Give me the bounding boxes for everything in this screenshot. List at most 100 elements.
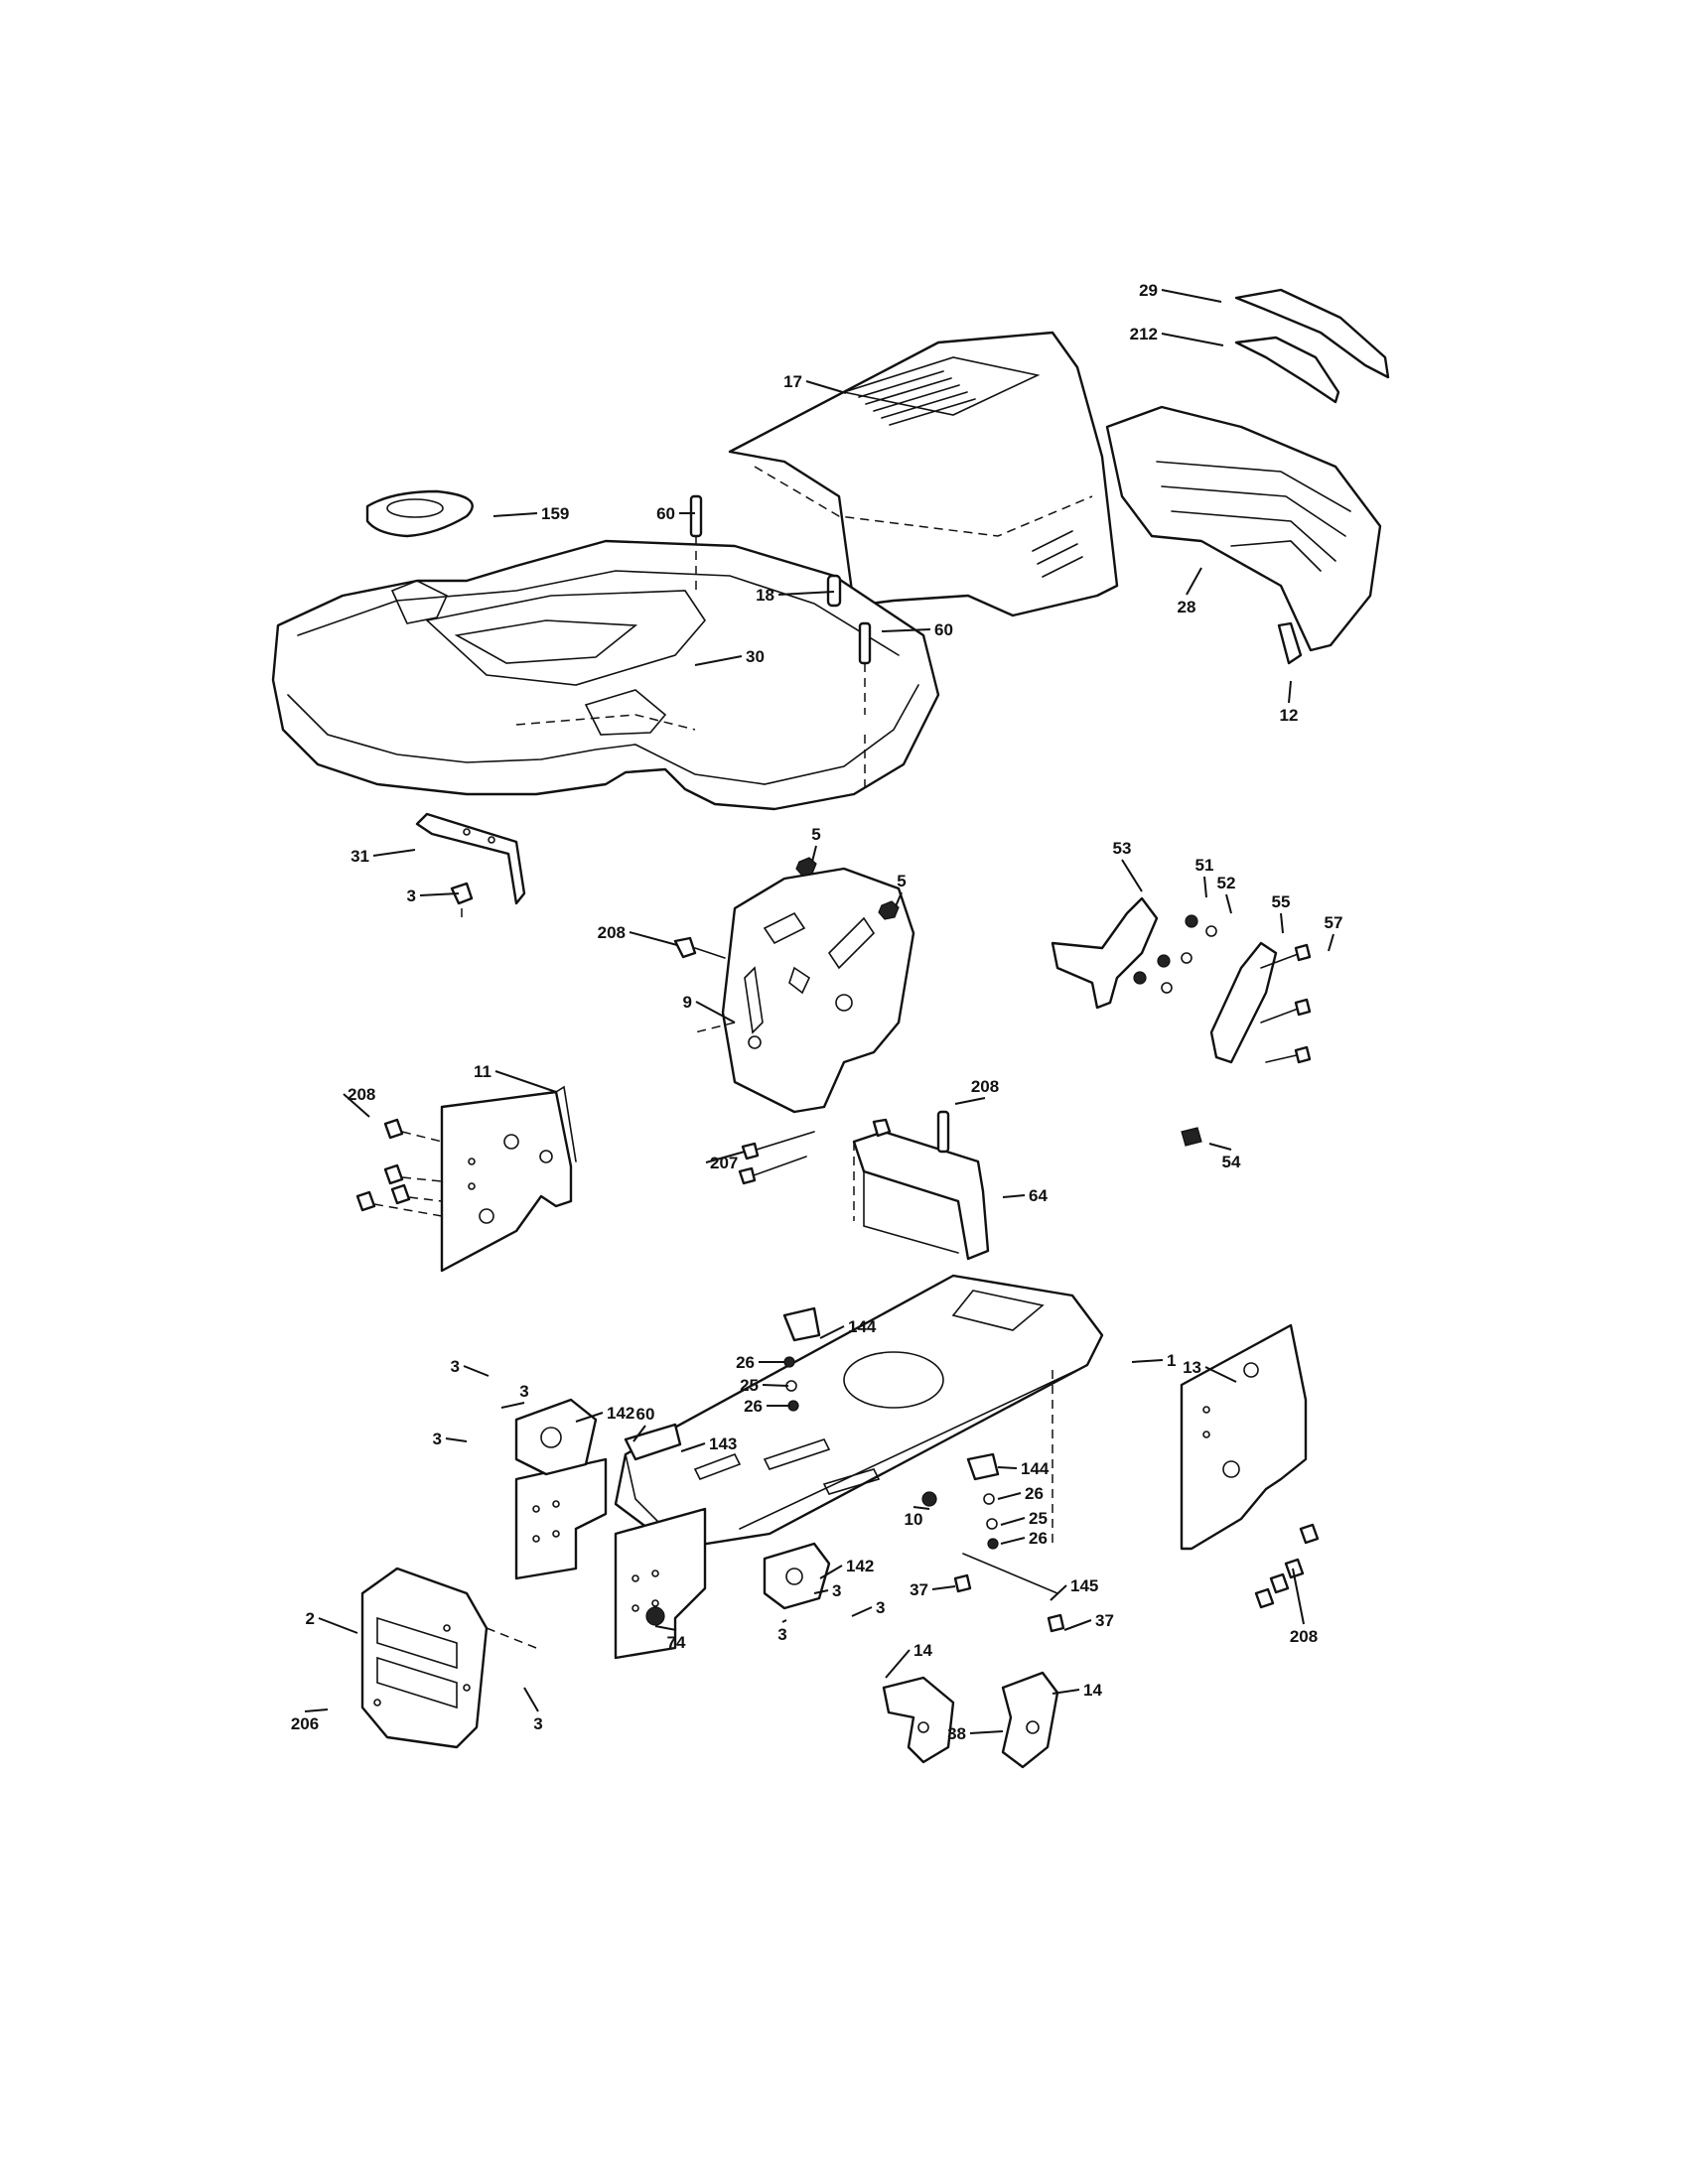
bracket-part-142 xyxy=(514,1398,831,1610)
callout-c25b: 25 xyxy=(1000,1509,1048,1528)
dash-panel-part xyxy=(694,867,915,1114)
leader-line xyxy=(372,849,416,857)
callout-label: 3 xyxy=(433,1430,442,1448)
leader-line xyxy=(819,1565,843,1579)
leader-line xyxy=(762,1384,789,1387)
callout-c54: 54 xyxy=(1208,1143,1241,1171)
main-frame-part xyxy=(614,1274,1104,1551)
callout-label: 37 xyxy=(910,1580,928,1599)
callout-c9: 9 xyxy=(683,993,736,1024)
callout-label: 10 xyxy=(905,1510,923,1529)
callout-label: 142 xyxy=(846,1557,874,1575)
callout-c3b: 3 xyxy=(451,1357,490,1377)
callout-label: 25 xyxy=(1029,1509,1048,1528)
bolt-208-dash xyxy=(673,936,726,959)
callout-label: 17 xyxy=(783,372,802,391)
callout-c3a: 3 xyxy=(407,887,460,905)
callout-c74: 74 xyxy=(654,1625,686,1652)
callout-c3h: 3 xyxy=(523,1687,543,1733)
leader-line xyxy=(881,628,931,632)
rod-part-145 xyxy=(953,1553,1065,1633)
callout-c206: 206 xyxy=(291,1708,329,1733)
callout-c60a: 60 xyxy=(656,504,695,523)
callout-label: 208 xyxy=(971,1077,999,1096)
callout-c207: 207 xyxy=(705,1151,746,1172)
callout-c18: 18 xyxy=(756,586,835,605)
callout-c53: 53 xyxy=(1113,839,1143,892)
callout-c208a: 208 xyxy=(598,923,678,946)
callout-label: 5 xyxy=(811,825,820,844)
leader-line xyxy=(500,1402,525,1409)
fender-part xyxy=(271,539,940,811)
leader-line xyxy=(1063,1619,1092,1631)
leader-line xyxy=(654,1625,677,1631)
callout-label: 208 xyxy=(1290,1627,1318,1646)
callout-label: 26 xyxy=(744,1397,763,1416)
leader-line xyxy=(1292,1568,1305,1625)
callout-label: 51 xyxy=(1195,856,1214,875)
callout-c31: 31 xyxy=(351,847,416,866)
callout-label: 30 xyxy=(746,647,765,666)
callout-c26c: 26 xyxy=(997,1484,1044,1503)
callout-c60c: 60 xyxy=(632,1405,654,1442)
callout-c11: 11 xyxy=(474,1062,557,1093)
callout-label: 74 xyxy=(667,1633,686,1652)
callout-label: 3 xyxy=(519,1382,528,1401)
leader-line xyxy=(954,1097,986,1105)
leader-line xyxy=(1208,1143,1232,1151)
callout-c13: 13 xyxy=(1183,1358,1237,1383)
leader-line xyxy=(463,1365,490,1377)
leader-line xyxy=(419,892,460,896)
leader-line xyxy=(1203,876,1207,898)
grille-part xyxy=(1105,405,1382,652)
callout-c37b: 37 xyxy=(1063,1611,1114,1631)
callout-label: 38 xyxy=(947,1724,966,1743)
leader-line xyxy=(694,655,743,666)
callout-c3f: 3 xyxy=(851,1598,885,1617)
leader-line xyxy=(632,1425,646,1442)
callout-c144b: 144 xyxy=(997,1459,1050,1478)
leader-line xyxy=(1161,333,1224,346)
callout-label: 57 xyxy=(1325,913,1343,932)
leader-line xyxy=(1050,1584,1067,1601)
leader-line xyxy=(912,1506,930,1510)
callout-label: 3 xyxy=(832,1581,841,1600)
bracket-part-55 xyxy=(1209,941,1278,1064)
callout-label: 212 xyxy=(1130,325,1158,343)
leader-line xyxy=(1000,1517,1026,1526)
callout-label: 144 xyxy=(848,1317,877,1336)
callout-label: 9 xyxy=(683,993,692,1012)
callout-c142a: 142 xyxy=(575,1404,634,1423)
nut-5 xyxy=(795,857,900,920)
leader-line xyxy=(1052,1689,1080,1695)
callout-c5b: 5 xyxy=(895,872,907,907)
leader-line xyxy=(969,1730,1004,1734)
callout-label: 142 xyxy=(607,1404,634,1423)
callout-c14b: 14 xyxy=(1052,1681,1102,1700)
frame-side-plates xyxy=(514,1457,707,1660)
leader-line xyxy=(523,1687,539,1712)
callout-label: 28 xyxy=(1178,598,1196,616)
leader-line xyxy=(811,845,817,863)
callout-label: 26 xyxy=(1029,1529,1048,1548)
callout-c3c: 3 xyxy=(500,1382,529,1409)
callout-label: 208 xyxy=(348,1085,375,1104)
bracket-part-38 xyxy=(882,1671,1059,1769)
callout-c208b: 208 xyxy=(343,1085,375,1118)
callout-label: 3 xyxy=(533,1714,542,1733)
leader-line xyxy=(1000,1537,1026,1545)
callout-c2: 2 xyxy=(306,1609,358,1634)
clip-part xyxy=(1277,621,1303,665)
leader-line xyxy=(680,1442,706,1452)
hood-pins xyxy=(689,494,872,794)
leader-line xyxy=(629,931,678,946)
leader-line xyxy=(1225,893,1232,914)
callout-c25a: 25 xyxy=(740,1376,789,1395)
leader-line xyxy=(1121,859,1143,892)
leader-line xyxy=(1288,680,1292,704)
leader-line xyxy=(318,1617,358,1634)
leader-line xyxy=(705,1151,746,1163)
callout-label: 52 xyxy=(1217,874,1236,892)
callout-label: 3 xyxy=(407,887,416,905)
